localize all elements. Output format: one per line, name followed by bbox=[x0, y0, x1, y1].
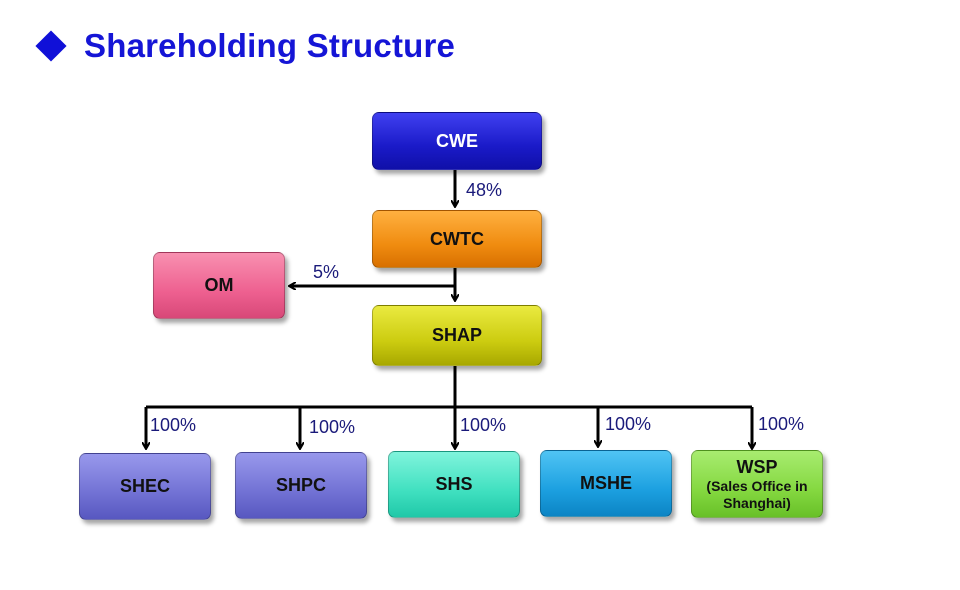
node-cwtc: CWTC bbox=[372, 210, 542, 268]
node-shpc-label: SHPC bbox=[275, 475, 326, 495]
edge-label-shap-mshe: 100% bbox=[605, 414, 652, 434]
node-shpc: SHPC bbox=[235, 452, 367, 519]
node-om: OM bbox=[153, 252, 285, 319]
edge-label-shap-wsp: 100% bbox=[758, 414, 805, 434]
node-cwe: CWE bbox=[372, 112, 542, 170]
edge-label-shap-shs: 100% bbox=[460, 415, 507, 435]
node-shap: SHAP bbox=[372, 305, 542, 366]
node-mshe-label: MSHE bbox=[579, 473, 632, 493]
edge-label-shap-shpc: 100% bbox=[309, 417, 356, 437]
page-title: Shareholding Structure bbox=[35, 22, 456, 70]
node-shec-label: SHEC bbox=[119, 476, 170, 496]
node-cwtc-label: CWTC bbox=[430, 228, 484, 249]
node-shap-label: SHAP bbox=[431, 325, 482, 345]
node-cwe-label: CWE bbox=[436, 130, 478, 151]
node-wsp-label: WSP bbox=[736, 456, 778, 477]
node-wsp-sublabel: (Sales Office in Shanghai) bbox=[706, 477, 808, 511]
title-text: Shareholding Structure bbox=[84, 27, 456, 64]
node-om-label: OM bbox=[204, 275, 234, 295]
node-mshe: MSHE bbox=[540, 450, 672, 517]
node-shec: SHEC bbox=[79, 453, 211, 520]
edge-label-cwe-cwtc: 48% bbox=[466, 180, 503, 200]
node-wsp: WSP (Sales Office in Shanghai) bbox=[691, 450, 823, 518]
node-shs-label: SHS bbox=[435, 474, 473, 494]
edge-label-cwtc-om: 5% bbox=[313, 262, 340, 282]
node-shs: SHS bbox=[388, 451, 520, 518]
edge-label-shap-shec: 100% bbox=[150, 415, 197, 435]
